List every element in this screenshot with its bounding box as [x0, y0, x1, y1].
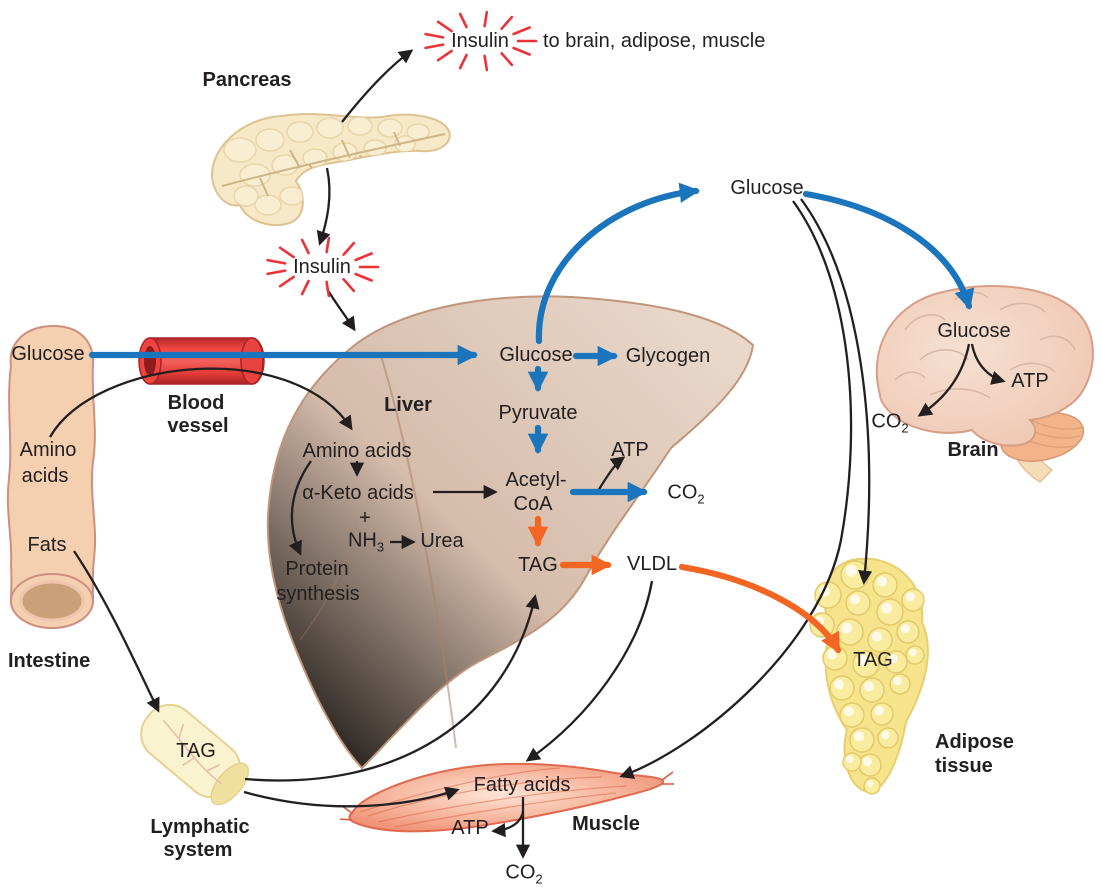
intestine-illustration: [6, 324, 97, 629]
pancreas-texture: [221, 116, 446, 216]
intestine-label: Intestine: [8, 650, 91, 672]
insulin-burst-top-label: Insulin: [451, 30, 509, 52]
blood-vessel-label-line2: vessel: [167, 415, 229, 437]
liver-protein-synthesis-label-line2: synthesis: [276, 583, 360, 605]
adipose-tag-label: TAG: [853, 649, 893, 671]
brain-co2-label: CO2: [871, 410, 909, 436]
brain-glucose-label: Glucose: [937, 320, 1011, 342]
lymphatic-illustration: [140, 703, 250, 806]
liver-urea-label: Urea: [420, 530, 464, 552]
liver-keto-acids-label: α-Keto acids: [302, 482, 414, 504]
liver-glucose-label: Glucose: [499, 344, 573, 366]
liver-glycogen-label: Glycogen: [625, 345, 711, 367]
muscle-fatty-acids-label: Fatty acids: [473, 774, 571, 796]
muscle-illustration: [339, 762, 674, 833]
brain-label: Brain: [947, 439, 999, 461]
lymphatic-tag-label: TAG: [176, 740, 216, 762]
liver-illustration: [266, 295, 755, 770]
liver-acetyl-coa-label-line2: CoA: [513, 493, 553, 515]
adipose-label-line2: tissue: [935, 755, 993, 777]
muscle-atp-label: ATP: [451, 817, 489, 839]
pancreas-illustration: [210, 113, 451, 226]
glucose-arrows-blue: [88, 182, 975, 503]
lymphatic-label-line1: Lymphatic: [150, 816, 250, 838]
intestine-glucose-label: Glucose: [11, 343, 85, 365]
insulin-burst-lower: [266, 236, 380, 298]
liver-acetyl-coa-label-line1: Acetyl-: [505, 469, 567, 491]
liver-plus-sign: +: [359, 507, 371, 529]
intestine-amino-acids-label-line1: Amino: [19, 439, 77, 461]
muscle-label: Muscle: [572, 813, 640, 835]
insulin-destination-label: to brain, adipose, muscle: [543, 30, 766, 52]
pancreas-label: Pancreas: [202, 69, 292, 91]
liver-vldl-label: VLDL: [626, 553, 678, 575]
liver-label: Liver: [384, 394, 432, 416]
lymphatic-label-line2: system: [163, 839, 233, 861]
blood-vessel-illustration: [138, 337, 265, 385]
brain-atp-label: ATP: [1011, 370, 1049, 392]
insulin-burst-lower-label: Insulin: [293, 256, 351, 278]
lipid-arrows-orange: [527, 515, 842, 654]
liver-co2-label: CO2: [667, 481, 705, 507]
adipose-label-line1: Adipose: [935, 731, 1014, 753]
muscle-co2-label: CO2: [505, 861, 543, 887]
liver-atp-label: ATP: [611, 439, 649, 461]
intestine-fats-label: Fats: [27, 534, 67, 556]
adipose-illustration: [809, 557, 929, 795]
insulin-burst-top: [424, 10, 538, 72]
liver-amino-acids-label: Amino acids: [302, 440, 412, 462]
liver-protein-synthesis-label-line1: Protein: [285, 558, 349, 580]
liver-pyruvate-label: Pyruvate: [498, 402, 578, 424]
intestine-amino-acids-label-line2: acids: [21, 465, 69, 487]
liver-tag-label: TAG: [518, 554, 558, 576]
blood-vessel-label-line1: Blood: [167, 392, 225, 414]
blood-glucose-label: Glucose: [730, 177, 804, 199]
liver-nh3-label: NH3: [347, 529, 385, 555]
